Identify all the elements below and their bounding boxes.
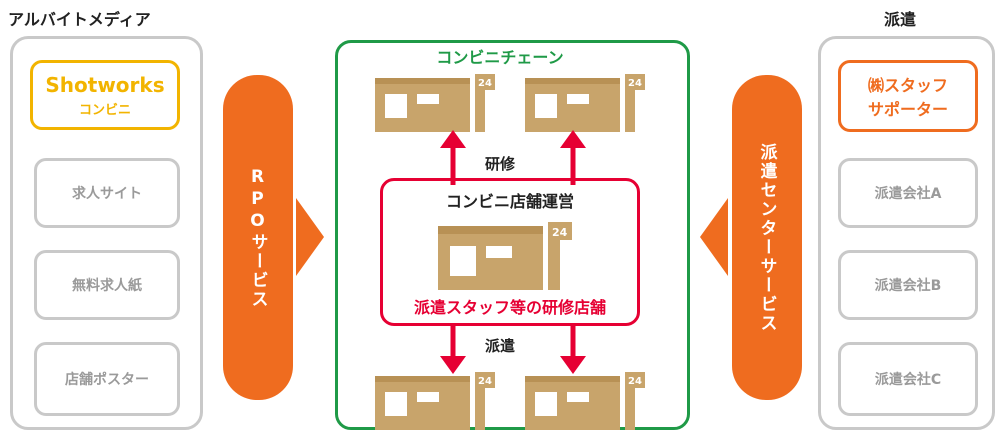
store-icon-center: 24 xyxy=(438,222,572,290)
left-item-1: 求人サイト xyxy=(34,158,180,228)
right-item-b: 派遣会社B xyxy=(838,250,978,320)
staff-supporter-line2: サポーター xyxy=(867,100,948,119)
store-badge-center: 24 xyxy=(552,226,568,239)
right-group-frame xyxy=(818,36,995,430)
right-chevron-arrow xyxy=(296,198,324,276)
center-title: コンビニチェーン xyxy=(436,48,564,67)
left-item-1-label: 求人サイト xyxy=(72,186,142,202)
staff-supporter-line1: ㈱スタッフ xyxy=(867,76,948,95)
rpo-service-pill: RPOサービス xyxy=(223,75,293,400)
shotworks-brand: Shotworks xyxy=(45,72,165,97)
store-icon-top-left: 24 xyxy=(375,74,495,132)
left-item-3: 店舗ポスター xyxy=(34,342,180,416)
shotworks-card: Shotworks コンビニ xyxy=(30,60,180,130)
right-item-a-label: 派遣会社A xyxy=(874,186,942,202)
left-group-frame xyxy=(10,36,203,430)
training-store-frame xyxy=(380,178,640,326)
inner-title: コンビニ店舗運営 xyxy=(445,192,574,211)
dispatch-center-pill: 派遣センターサービス xyxy=(732,75,802,400)
left-title: アルバイトメディア xyxy=(8,10,151,29)
shotworks-sub: コンビニ xyxy=(78,102,131,118)
store-icon-bottom-right: 24 xyxy=(525,372,645,430)
store-badge-bottom-left: 24 xyxy=(478,376,492,387)
store-icon-top-right: 24 xyxy=(525,74,645,132)
convenience-chain-frame xyxy=(335,40,690,430)
store-badge-bottom-right: 24 xyxy=(628,376,642,387)
rpo-service-label: RPOサービス xyxy=(247,166,268,309)
store-badge-top-right: 24 xyxy=(628,78,642,89)
inner-caption: 派遣スタッフ等の研修店舗 xyxy=(413,298,606,317)
right-item-b-label: 派遣会社B xyxy=(874,278,942,294)
dispatch-center-label: 派遣センターサービス xyxy=(756,142,777,333)
training-label: 研修 xyxy=(485,155,516,173)
store-badge-top-left: 24 xyxy=(478,78,492,89)
left-chevron-arrow xyxy=(700,198,728,276)
right-title: 派遣 xyxy=(884,10,917,29)
right-item-c-label: 派遣会社C xyxy=(874,372,942,388)
left-item-3-label: 店舗ポスター xyxy=(65,372,149,388)
right-item-c: 派遣会社C xyxy=(838,342,978,416)
dispatch-arrows xyxy=(440,324,586,374)
staff-supporter-card: ㈱スタッフ サポーター xyxy=(838,60,978,132)
store-icon-bottom-left: 24 xyxy=(375,372,495,430)
right-item-a: 派遣会社A xyxy=(838,158,978,228)
left-item-2: 無料求人紙 xyxy=(34,250,180,320)
dispatch-label: 派遣 xyxy=(485,337,516,355)
left-item-2-label: 無料求人紙 xyxy=(72,278,142,294)
